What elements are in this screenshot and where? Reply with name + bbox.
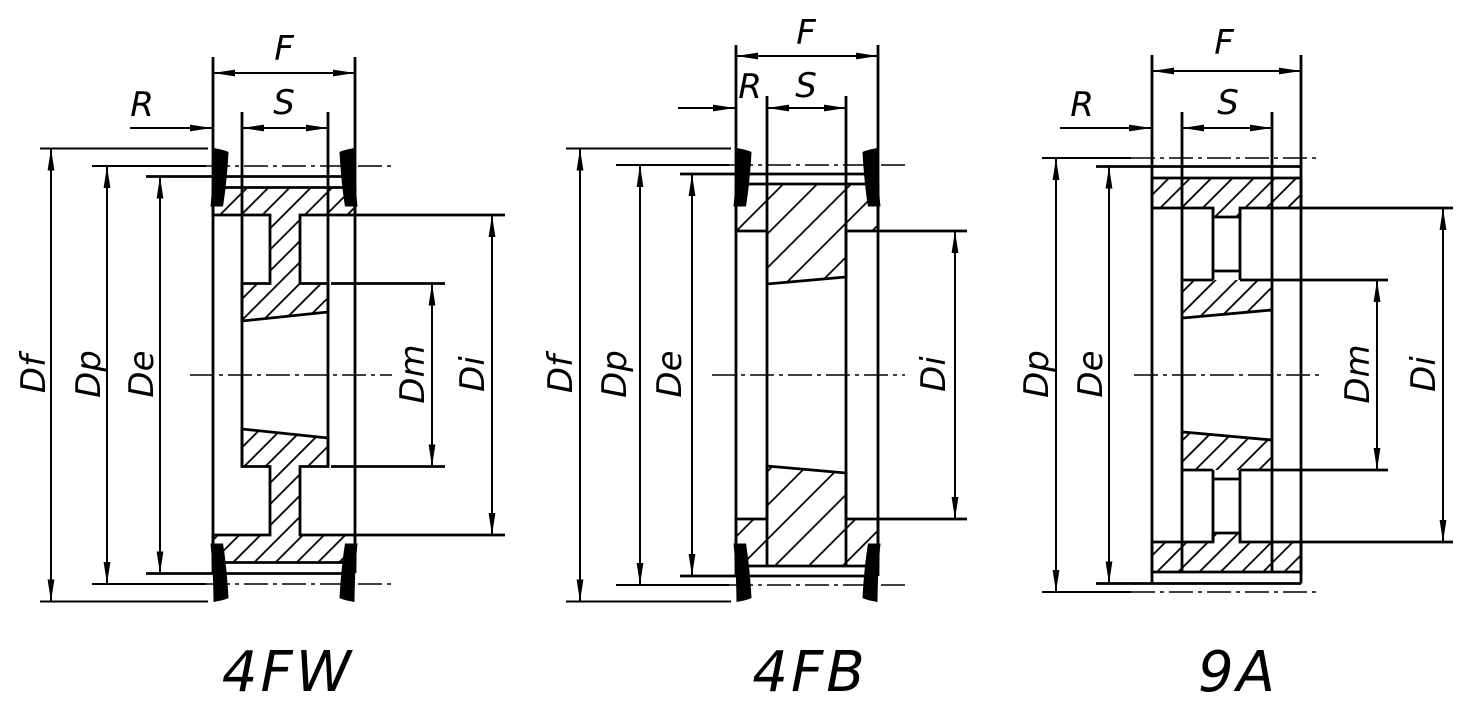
flange-section [733, 543, 752, 602]
rim-hub-section-top [734, 182, 880, 286]
dim-label-outside-diameter: De [122, 350, 162, 397]
dim-label-rim-offset: R [1070, 85, 1094, 125]
flanges [733, 148, 881, 602]
dim-label-hub-diameter: Dm [393, 344, 433, 403]
figure-caption: 4FW [222, 640, 354, 705]
dimension-lines [576, 52, 959, 602]
extension-lines [40, 147, 208, 603]
dim-label-hub-width: S [795, 66, 817, 106]
dim-label-rim-offset: R [130, 85, 154, 125]
flange-section [210, 543, 229, 602]
dim-label-pitch-diameter: Dp [595, 350, 635, 398]
dim-label-hub-diameter: Dm [1338, 344, 1378, 403]
figure-caption: 9A [1198, 640, 1278, 705]
dim-label-inner-diameter: Di [1404, 356, 1444, 392]
figure-4fb: F R S Df Dp De Di 4FB [541, 13, 967, 705]
dimension-lines [47, 69, 496, 602]
dim-label-flange-diameter: Df [14, 350, 54, 393]
flange-section [862, 543, 881, 602]
dim-label-face-width: F [274, 29, 294, 69]
figure-caption: 4FB [752, 640, 867, 705]
dim-label-outside-diameter: De [1071, 350, 1111, 397]
dim-label-face-width: F [1214, 23, 1234, 63]
rim-web-hub-section-top [211, 186, 357, 323]
flanges [210, 148, 358, 602]
dim-label-hub-width: S [1217, 83, 1239, 123]
dimension-lines [1052, 67, 1447, 592]
rim-section-bottom [1150, 531, 1303, 574]
flange-section [339, 148, 358, 207]
dim-label-flange-diameter: Df [541, 350, 581, 393]
flange-section [210, 148, 229, 207]
flange-section [733, 148, 752, 207]
flange-section [339, 543, 358, 602]
dim-label-rim-offset: R [738, 67, 762, 107]
rim-section-top [1150, 176, 1303, 219]
dim-label-pitch-diameter: Dp [69, 350, 109, 398]
dim-label-inner-diameter: Di [453, 356, 493, 392]
rim-hub-section-bottom [734, 464, 880, 568]
hub-section-bottom [1182, 432, 1272, 470]
object-lines [680, 45, 967, 578]
object-lines [146, 57, 505, 575]
object-lines [1096, 55, 1453, 585]
flange-section [862, 148, 881, 207]
figure-9a: F R S Dp De Dm Di 9A [1017, 23, 1453, 705]
centerlines [190, 165, 392, 585]
section-hatching [1150, 176, 1303, 574]
figure-4fw: F R S Df Dp De Dm Di 4FW [14, 29, 505, 705]
hub-section-top [1182, 280, 1272, 318]
centerlines [1131, 157, 1322, 593]
rim-web-hub-section-bottom [211, 427, 357, 564]
dim-label-face-width: F [796, 13, 816, 53]
dim-label-inner-diameter: Di [914, 356, 954, 392]
extension-lines [566, 147, 731, 603]
dim-label-outside-diameter: De [650, 350, 690, 397]
dim-label-pitch-diameter: Dp [1017, 350, 1057, 398]
dim-label-hub-width: S [273, 83, 295, 123]
